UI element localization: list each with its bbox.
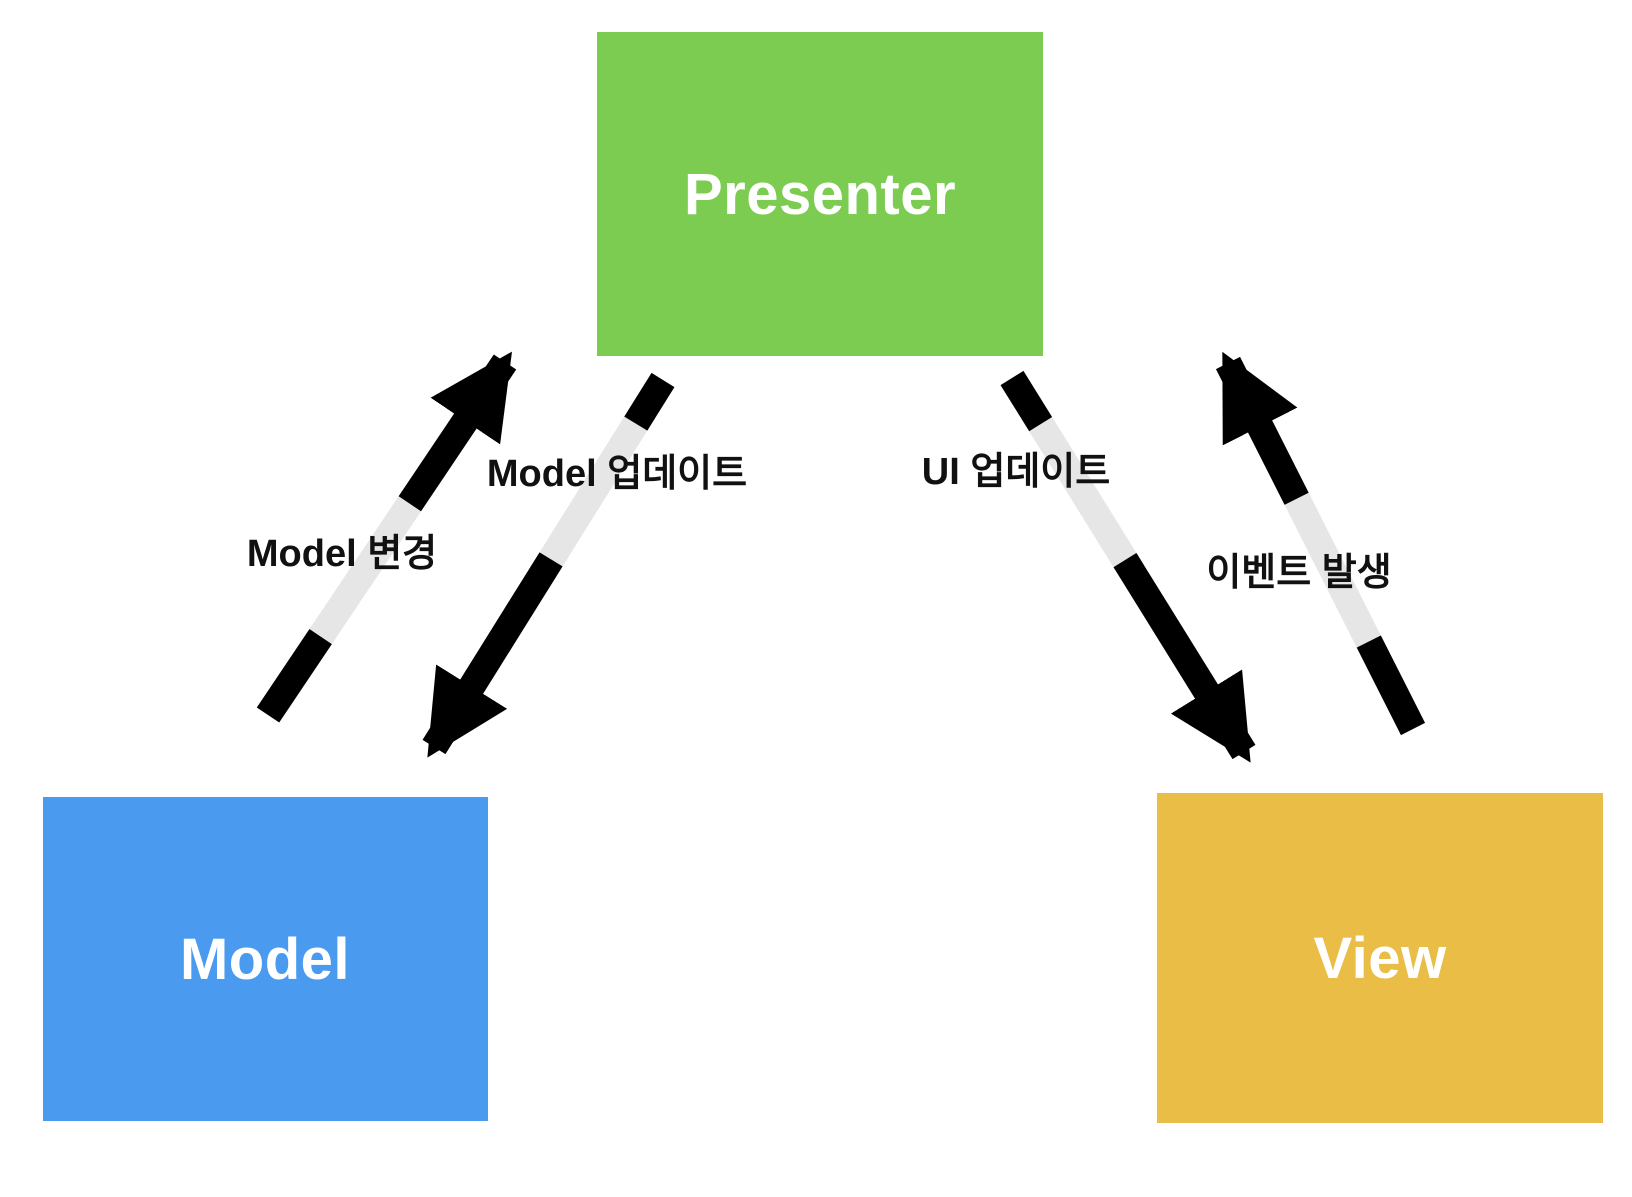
node-presenter-box: [597, 32, 1043, 356]
node-view-box: [1157, 793, 1603, 1123]
node-model-box: [43, 797, 488, 1121]
label-band-model-change: [297, 487, 433, 653]
edge-label-event: 이벤트 발생: [1206, 552, 1391, 594]
node-presenter-label: Presenter: [684, 162, 956, 227]
node-model: Model: [43, 797, 488, 1121]
edge-label-ui-update: UI 업데이트: [922, 451, 1110, 493]
label-band-model-update: [525, 407, 657, 573]
label-band-ui-update: [1017, 409, 1149, 575]
node-model-label: Model: [180, 927, 350, 992]
label-band-event: [1272, 485, 1394, 655]
edge-label-model-change: Model 변경: [247, 533, 437, 575]
node-view: View: [1157, 793, 1603, 1123]
node-view-label: View: [1313, 926, 1447, 991]
node-presenter: Presenter: [597, 32, 1043, 356]
edge-label-model-update: Model 업데이트: [487, 453, 747, 495]
